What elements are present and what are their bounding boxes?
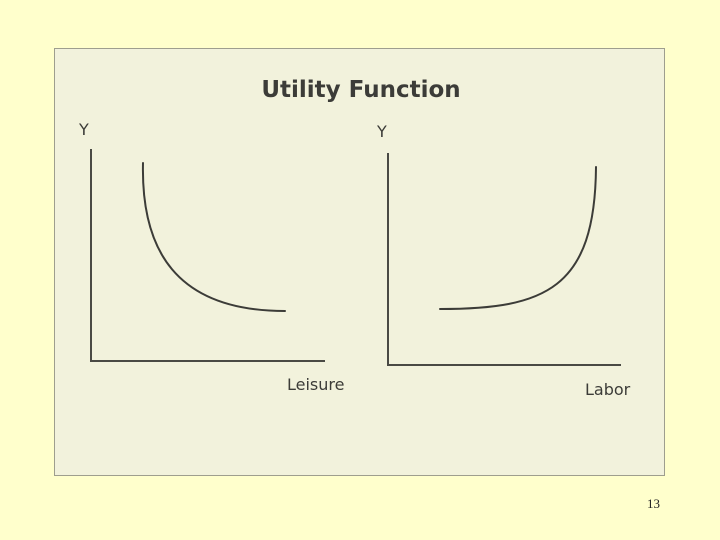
figure-canvas: Utility Function Y Leisure Y Labor	[78, 77, 631, 399]
right-panel: Y Labor	[376, 122, 631, 399]
left-panel: Y Leisure	[78, 120, 344, 394]
right-axes	[387, 153, 621, 366]
left-axes	[90, 149, 325, 362]
left-y-axis-label: Y	[78, 120, 89, 139]
left-indifference-curve	[141, 162, 286, 312]
right-y-axis-label: Y	[376, 122, 387, 141]
figure-title: Utility Function	[261, 77, 460, 103]
page-number: 13	[647, 496, 660, 511]
left-x-axis-label: Leisure	[287, 375, 344, 394]
right-indifference-curve	[439, 166, 597, 310]
right-x-axis-label: Labor	[585, 380, 631, 399]
utility-function-figure: Utility Function Y Leisure Y Labor	[54, 48, 665, 476]
